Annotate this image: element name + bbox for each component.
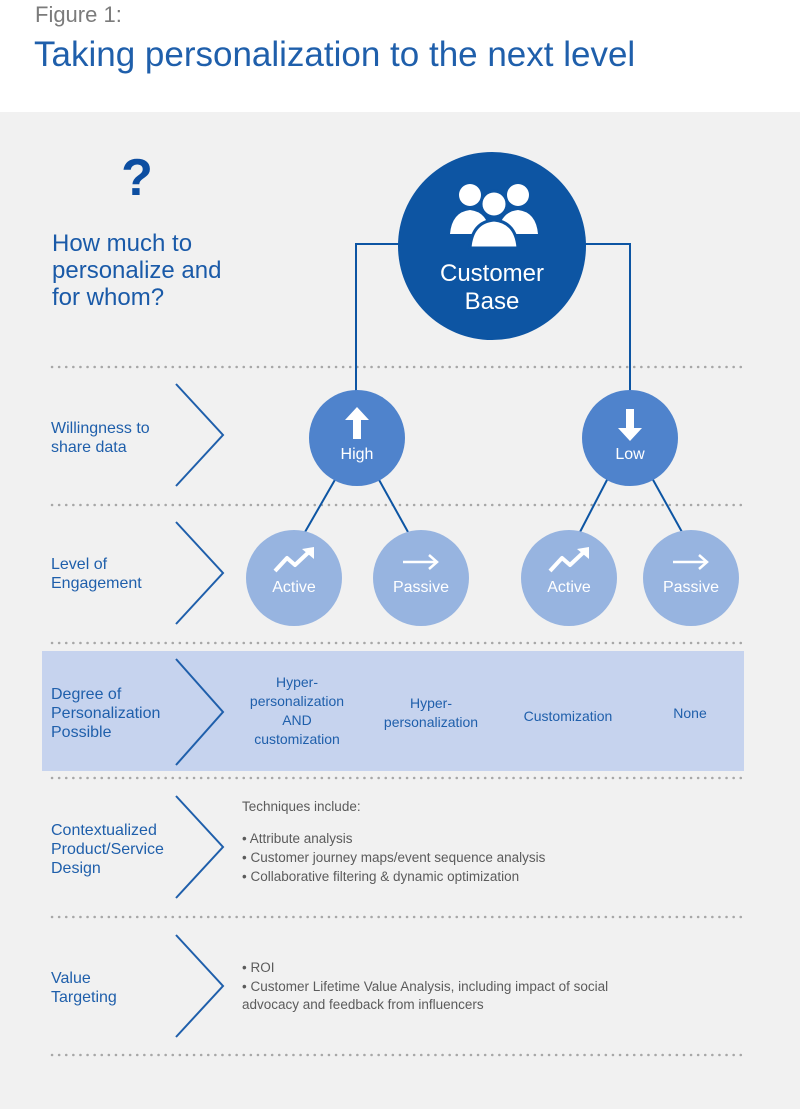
row-label-willingness: Willingness to share data — [51, 420, 150, 456]
question-mark-icon: ? — [121, 149, 153, 207]
chevron-icon — [175, 658, 225, 766]
engagement-label: Active — [547, 579, 591, 596]
root-to-low-connector — [584, 243, 631, 392]
degree-value: Hyper- personalization AND customization — [249, 674, 345, 747]
technique-item: • Attribute analysis — [242, 831, 353, 846]
techniques-header: Techniques include: — [242, 799, 361, 814]
engagement-node-active — [521, 530, 617, 626]
question-text: How much to personalize and for whom? — [52, 230, 222, 311]
degree-highlight-band — [42, 651, 744, 771]
engagement-node-passive — [373, 530, 469, 626]
willingness-label: Low — [615, 446, 645, 463]
technique-item: • Collaborative filtering & dynamic opti… — [242, 869, 520, 884]
people-group-icon — [450, 184, 538, 250]
degree-value: Hyper- personalization — [383, 695, 479, 730]
willingness-label: High — [340, 446, 374, 463]
degree-value: None — [673, 705, 707, 721]
page-title: Taking personalization to the next level — [34, 35, 636, 74]
figure-label: Figure 1: — [35, 2, 122, 27]
chevron-icon — [175, 795, 225, 899]
arrow-down-icon — [618, 409, 642, 441]
customer-base-label: Customer Base — [439, 260, 545, 315]
arrow-up-icon — [345, 407, 369, 439]
degree-value: Customization — [523, 708, 613, 724]
row-label-degree: Degree of Personalization Possible — [51, 686, 161, 741]
high-to-active-connector — [304, 477, 337, 533]
chevron-icon — [175, 934, 225, 1038]
engagement-label: Passive — [392, 579, 450, 596]
root-to-high-connector — [355, 243, 400, 392]
technique-item: • Customer journey maps/event sequence a… — [242, 850, 546, 865]
engagement-label: Passive — [662, 579, 720, 596]
row-label-engagement: Level of Engagement — [51, 556, 142, 592]
row-label-value-targeting: Value Targeting — [51, 970, 117, 1006]
chevron-icon — [175, 521, 225, 625]
engagement-node-active — [246, 530, 342, 626]
row-label-contextualized: Contextualized Product/Service Design — [51, 822, 164, 877]
trend-up-icon — [548, 547, 589, 573]
arrow-right-icon — [403, 554, 439, 570]
value-targeting-item: • ROI — [242, 960, 275, 975]
arrow-right-icon — [673, 554, 709, 570]
chevron-icon — [175, 383, 225, 487]
engagement-label: Active — [272, 579, 316, 596]
engagement-node-passive — [643, 530, 739, 626]
high-to-passive-connector — [377, 477, 409, 533]
low-to-passive-connector — [651, 477, 683, 533]
value-targeting-item: • Customer Lifetime Value Analysis, incl… — [242, 979, 609, 1012]
low-to-active-connector — [579, 477, 609, 533]
trend-up-icon — [273, 547, 314, 573]
